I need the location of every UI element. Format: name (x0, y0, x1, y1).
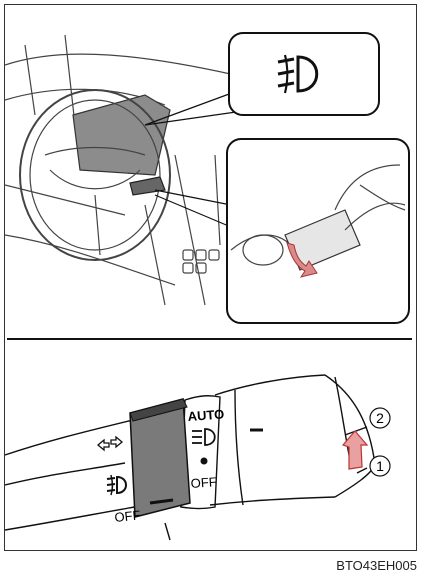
zoom-inset (227, 139, 409, 323)
position-marker-1: 1 (370, 456, 390, 476)
illustration: AUTO OFF OFF 2 (5, 5, 418, 552)
turn-signal-arrows-icon (98, 437, 122, 450)
svg-text:1: 1 (376, 458, 384, 474)
reference-code: BTO43EH005 (336, 558, 417, 573)
fog-switch-knob (130, 399, 190, 517)
svg-text:2: 2 (376, 410, 384, 426)
off-label-upper: OFF (190, 474, 217, 491)
fog-light-callout (229, 33, 379, 115)
auto-label: AUTO (187, 406, 225, 424)
stalk-fog-light-icon (107, 475, 126, 495)
off-label-lower: OFF (114, 507, 141, 525)
position-dot (201, 458, 208, 465)
headlight-icon (192, 429, 215, 445)
up-arrow-icon (343, 431, 367, 469)
figure-frame: AUTO OFF OFF 2 (4, 4, 417, 551)
light-switch-stalk (5, 375, 375, 540)
position-marker-2: 2 (370, 408, 390, 428)
